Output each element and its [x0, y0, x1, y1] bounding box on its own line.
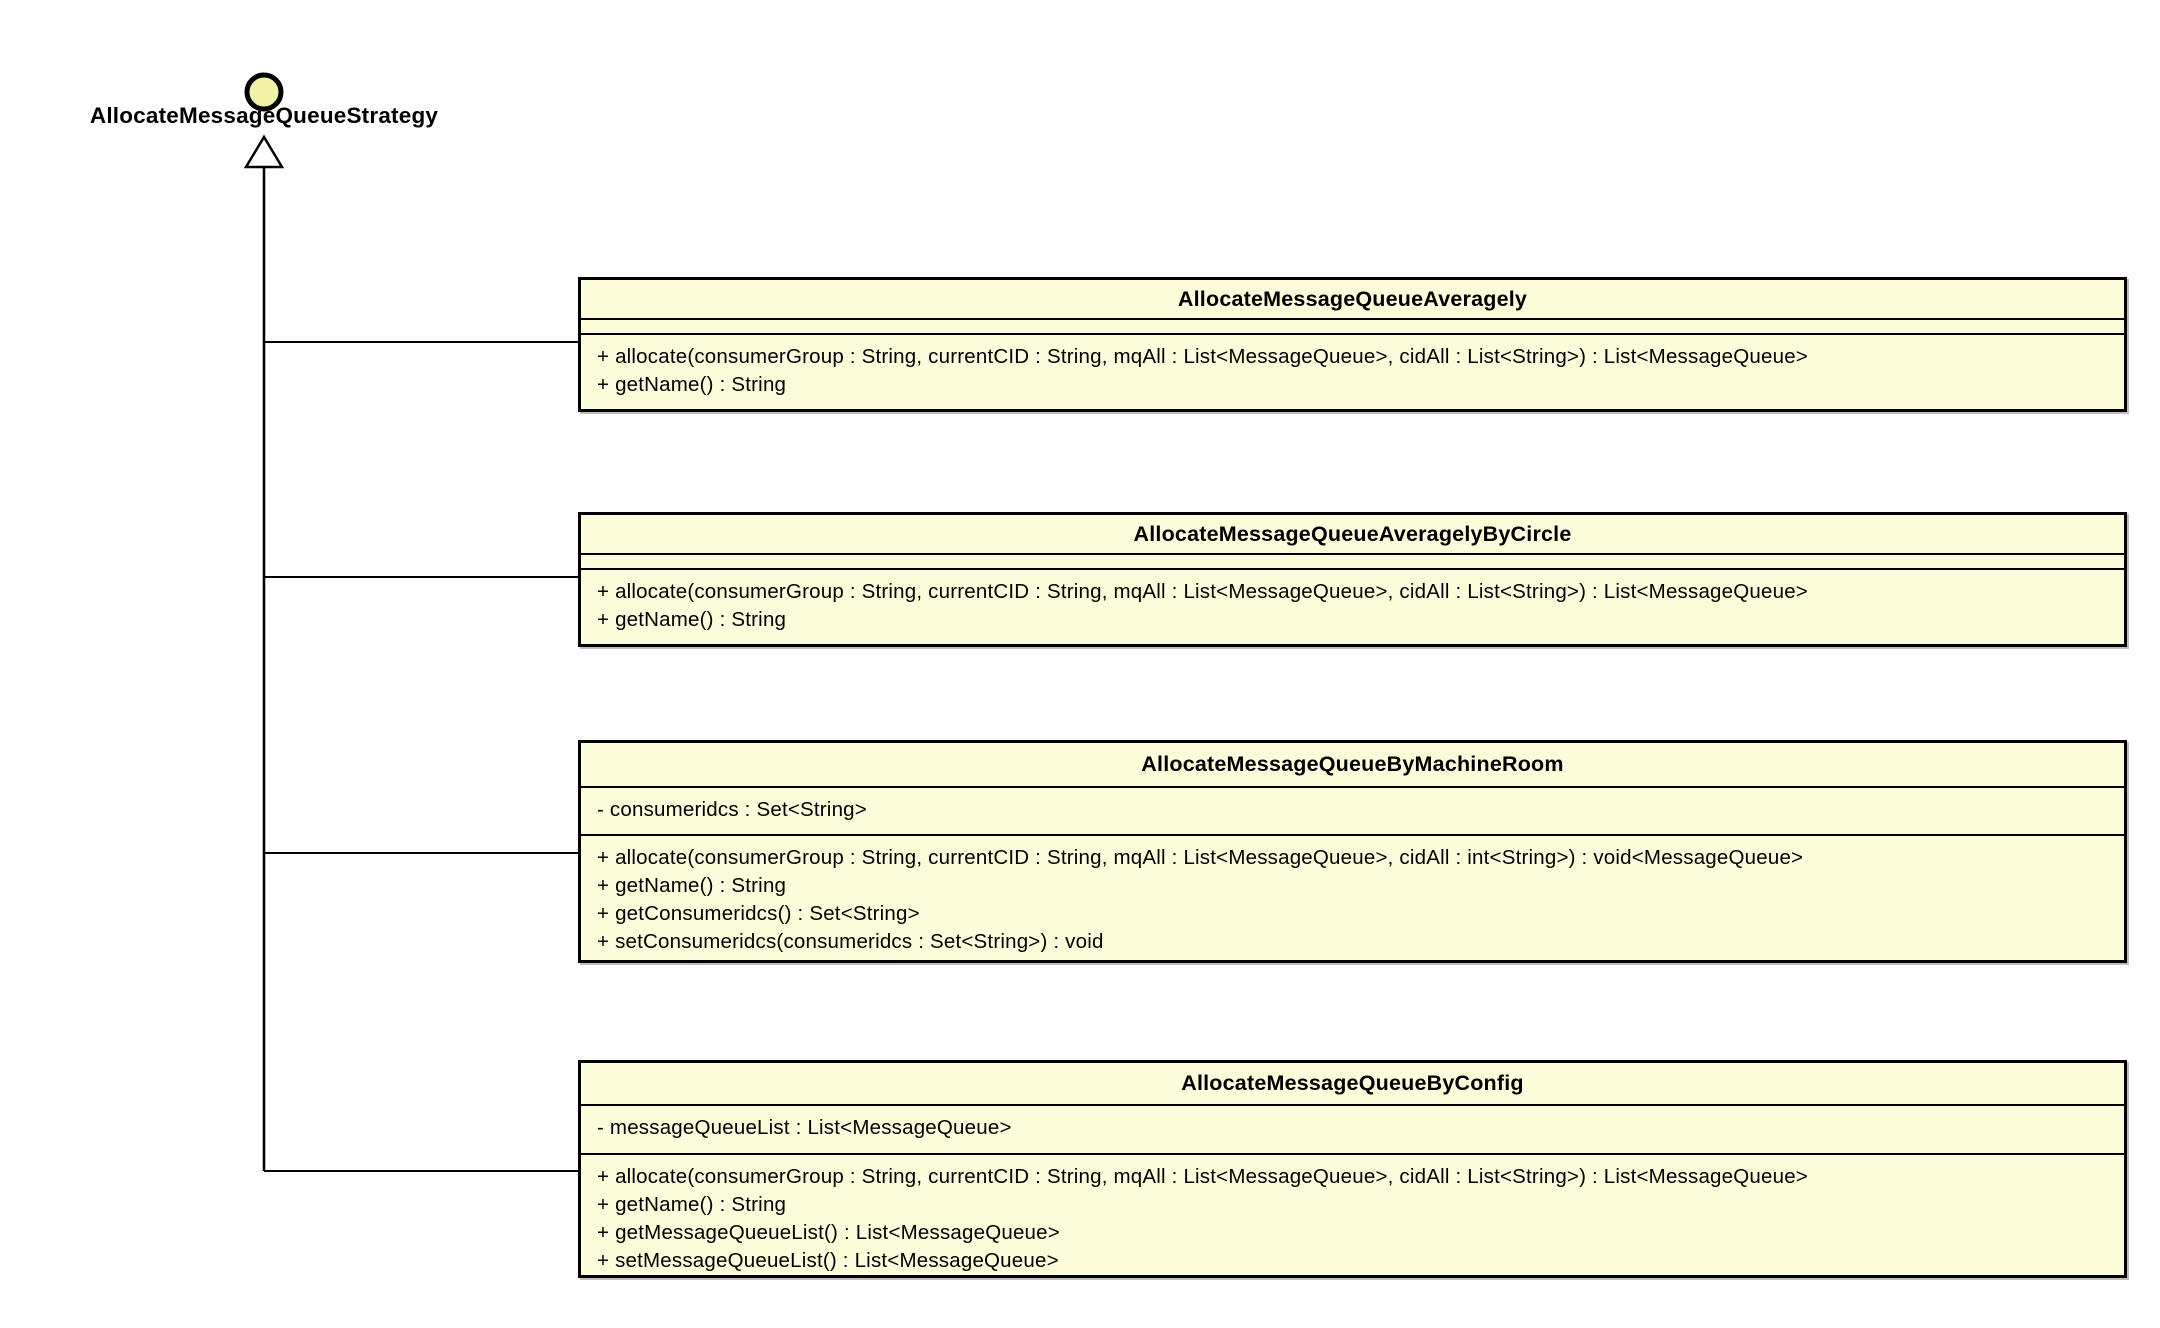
attributes-compartment: [581, 555, 2124, 570]
methods-compartment: + allocate(consumerGroup : String, curre…: [581, 570, 2124, 644]
method-row: + getName() : String: [597, 1193, 787, 1216]
attributes-compartment: [581, 320, 2124, 335]
interface-name: AllocateMessageQueueStrategy: [89, 103, 439, 128]
method-row: + getConsumeridcs() : Set<String>: [597, 902, 920, 925]
method-row: + getName() : String: [597, 373, 787, 396]
method-row: + allocate(consumerGroup : String, curre…: [597, 846, 1804, 869]
class-title: AllocateMessageQueueAveragelyByCircle: [581, 515, 2124, 555]
methods-compartment: + allocate(consumerGroup : String, curre…: [581, 836, 2124, 960]
class-box-by-machine-room: AllocateMessageQueueByMachineRoom - cons…: [578, 740, 2127, 963]
class-box-averagely: AllocateMessageQueueAveragely + allocate…: [578, 277, 2127, 412]
attributes-compartment: - consumeridcs : Set<String>: [581, 788, 2124, 836]
class-title: AllocateMessageQueueByMachineRoom: [581, 743, 2124, 788]
interface-lollipop-icon: [244, 72, 284, 112]
class-box-by-config: AllocateMessageQueueByConfig - messageQu…: [578, 1060, 2127, 1278]
methods-compartment: + allocate(consumerGroup : String, curre…: [581, 335, 2124, 409]
attributes-compartment: - messageQueueList : List<MessageQueue>: [581, 1106, 2124, 1155]
method-row: + getName() : String: [597, 874, 787, 897]
class-box-averagely-by-circle: AllocateMessageQueueAveragelyByCircle + …: [578, 512, 2127, 647]
method-row: + getName() : String: [597, 608, 787, 631]
method-row: + allocate(consumerGroup : String, curre…: [597, 580, 1808, 603]
method-row: + allocate(consumerGroup : String, curre…: [597, 1165, 1808, 1188]
attribute-row: - consumeridcs : Set<String>: [597, 798, 867, 821]
attribute-row: - messageQueueList : List<MessageQueue>: [597, 1116, 1012, 1139]
method-row: + setMessageQueueList() : List<MessageQu…: [597, 1249, 1059, 1272]
methods-compartment: + allocate(consumerGroup : String, curre…: [581, 1155, 2124, 1275]
class-title: AllocateMessageQueueAveragely: [581, 280, 2124, 320]
generalization-arrow-icon: [243, 134, 285, 169]
method-row: + setConsumeridcs(consumeridcs : Set<Str…: [597, 930, 1104, 953]
method-row: + getMessageQueueList() : List<MessageQu…: [597, 1221, 1060, 1244]
class-title: AllocateMessageQueueByConfig: [581, 1063, 2124, 1106]
method-row: + allocate(consumerGroup : String, curre…: [597, 345, 1808, 368]
